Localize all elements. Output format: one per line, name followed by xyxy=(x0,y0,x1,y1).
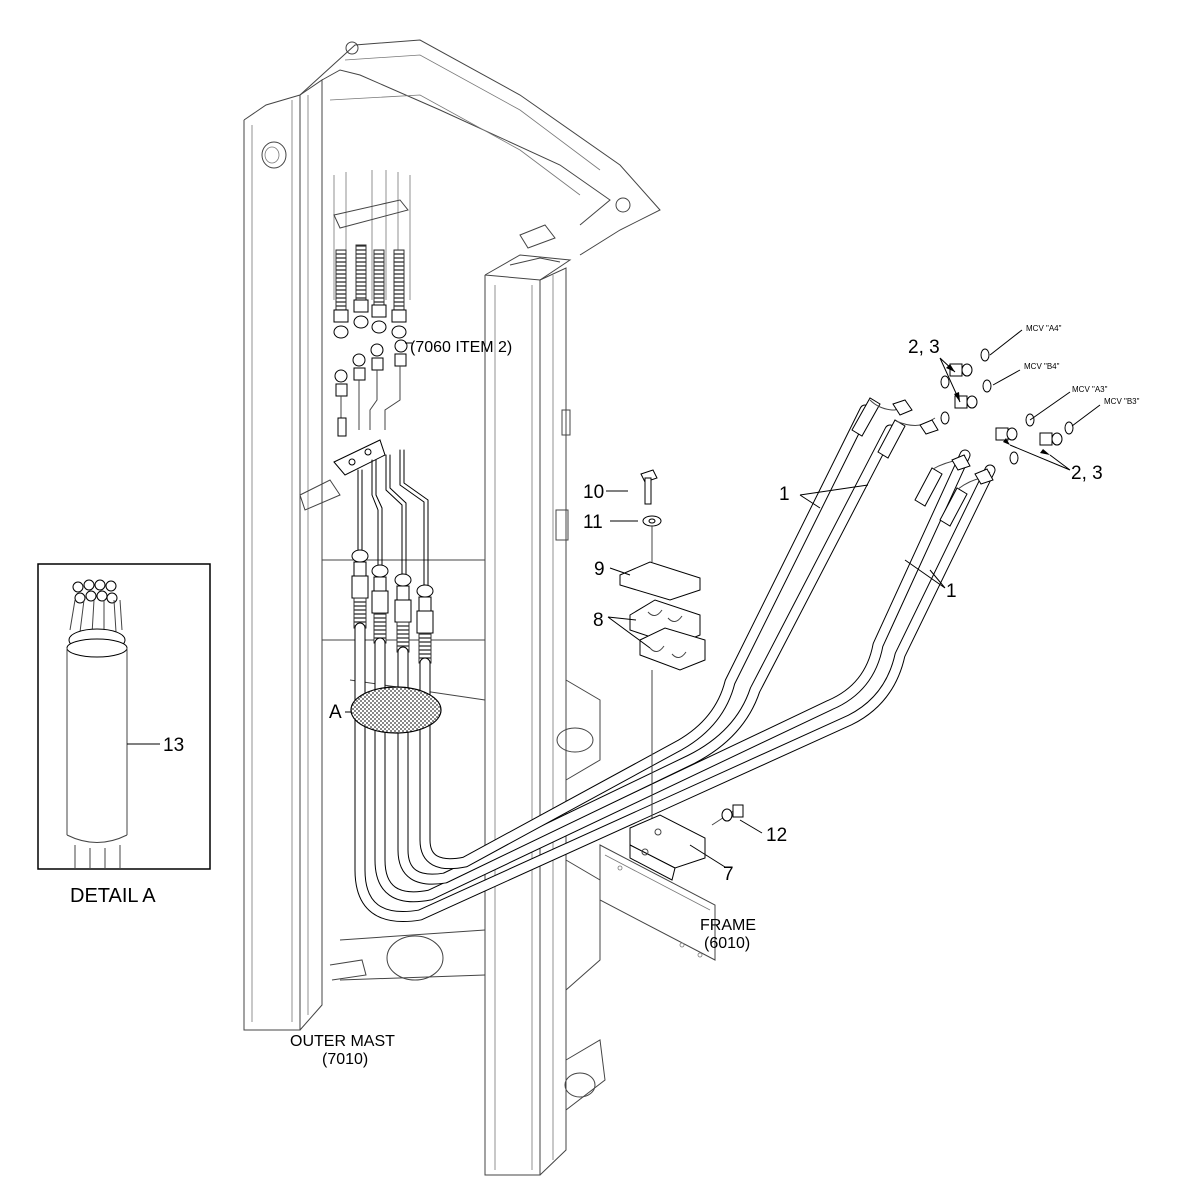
frame-code: (6010) xyxy=(704,935,750,952)
upper-fittings xyxy=(333,244,408,476)
arrowheads xyxy=(946,364,1050,455)
hose-end-fittings xyxy=(892,399,994,485)
port-a4: MCV "A4" xyxy=(1026,324,1062,333)
callout-bolt-assembly: 12 xyxy=(766,825,787,846)
callout-bracket: 7 xyxy=(723,864,734,885)
leader-lines xyxy=(345,329,1101,868)
callout-detail-marker: A xyxy=(329,702,342,723)
callout-fitting-lower: 2, 3 xyxy=(1071,463,1103,484)
lower-fittings xyxy=(351,549,434,664)
callout-fitting-upper: 2, 3 xyxy=(908,337,940,358)
detail-a-highlight[interactable] xyxy=(350,686,442,734)
outer-mast xyxy=(243,39,661,1176)
item-reference: (7060 ITEM 2) xyxy=(410,339,512,356)
outer-mast-code: (7010) xyxy=(322,1051,368,1068)
frame-name: FRAME xyxy=(700,917,756,934)
callout-clamp-half: 8 xyxy=(593,610,604,631)
callout-bolt: 10 xyxy=(583,482,604,503)
hose-bundle xyxy=(354,397,996,922)
callout-washer: 11 xyxy=(583,512,603,533)
vertical-hoses xyxy=(357,449,429,596)
outer-mast-name: OUTER MAST xyxy=(290,1033,395,1050)
callout-hose-lower: 1 xyxy=(946,581,957,602)
callout-sleeve: 13 xyxy=(163,735,184,756)
detail-title: DETAIL A xyxy=(70,885,156,907)
frame-outline xyxy=(599,844,716,961)
callout-clamp-plate: 9 xyxy=(594,559,605,580)
port-b4: MCV "B4" xyxy=(1024,362,1060,371)
detail-a-inset xyxy=(37,563,211,870)
port-a3: MCV "A3" xyxy=(1072,385,1108,394)
port-b3: MCV "B3" xyxy=(1104,397,1140,406)
callout-hose-upper: 1 xyxy=(779,484,790,505)
clamp-parts xyxy=(619,469,744,881)
